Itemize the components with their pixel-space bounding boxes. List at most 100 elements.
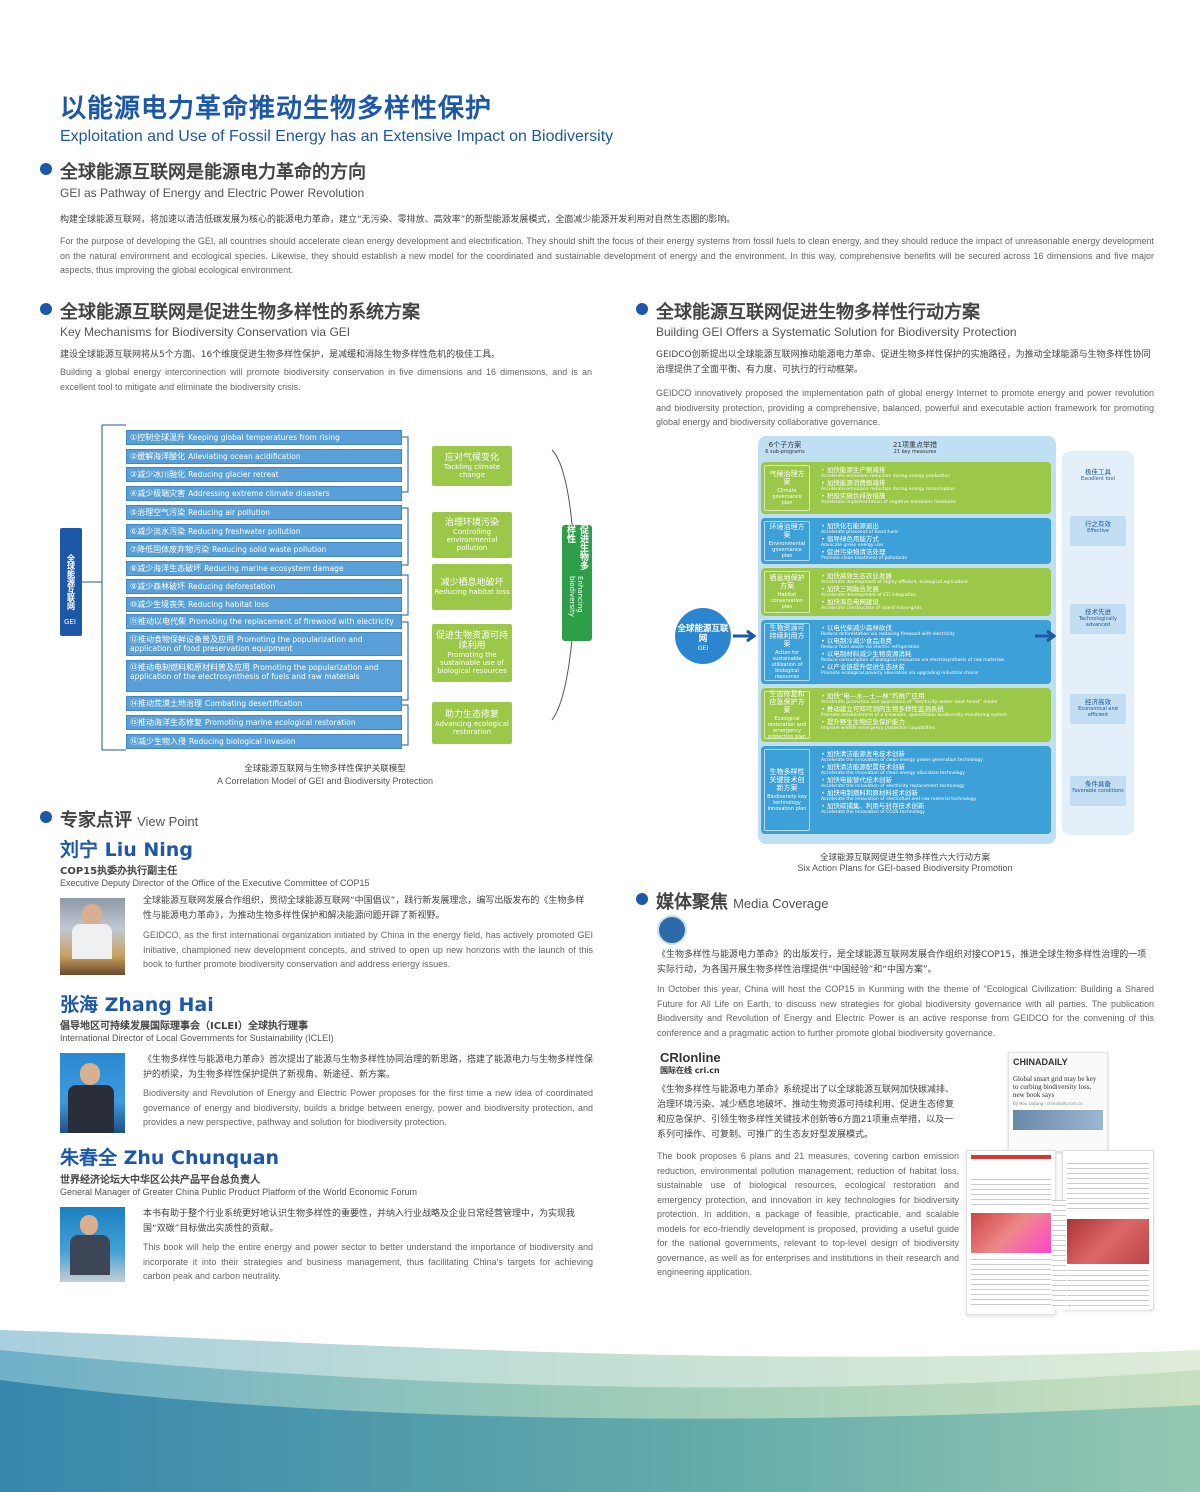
measure-cn: • 以产业链提升促进生态扶贫 (821, 663, 905, 671)
measure-en: Accelerate the innovation of electricity… (821, 784, 965, 789)
plan-name-en: Climate governance plan (772, 488, 802, 506)
col1-header-en: 6 sub-programs (765, 449, 805, 455)
gei-label-cn: 全球能源互联网 (66, 554, 76, 610)
plan-name: 气候治理方案 Climate governance plan (764, 465, 810, 511)
cri-logo: CRIonline 国际在线 cri.cn (660, 1050, 721, 1076)
expert-title-en: Executive Deputy Director of the Office … (60, 878, 370, 888)
measure-cn: • 以电制材料减少生物资源消耗 (821, 650, 912, 658)
diagram-caption-en: Six Action Plans for GEI-based Biodivers… (797, 863, 1013, 873)
expert-title-cn: 世界经济论坛大中华区公共产品平台总负责人 (60, 1175, 260, 1186)
measure-en: Promote clean treatment of pollutants (821, 556, 907, 561)
group-label-cn: 治理环境污染 (444, 518, 499, 528)
expert-title-cn: COP15执委办执行副主任 (60, 866, 178, 877)
news-clipping (1052, 1200, 1066, 1310)
factor-item-en: Reducing marine ecosystem damage (204, 564, 344, 573)
benefit-en: Effective (1087, 528, 1109, 534)
section-title: 全球能源互联网是能源电力革命的方向 (60, 162, 366, 183)
news-clipping-collage: CHINADAILY Global smart grid may be key … (966, 1050, 1156, 1315)
measure-cn: • 加快碳捕集、利用与封存技术创新 (821, 802, 925, 810)
factor-item-en: Reducing glacier retreat (188, 470, 279, 479)
col1-header: 6个子方案 6 sub-programs (765, 442, 805, 456)
section-subtitle: Building GEI Offers a Systematic Solutio… (656, 325, 1017, 339)
diagram-caption-cn: 全球能源互联网促进生物多样性六大行动方案 (819, 853, 990, 863)
section-text-cn: 建设全球能源互联网将从5个方面、16个维度促进生物多样性保护，是减缓和消除生物多… (60, 350, 501, 360)
plan-name-en: Biodiversity key technology innovation p… (767, 794, 807, 812)
measure-en: Accelerate the innovation of clean energ… (821, 758, 983, 763)
factor-item-cn: ⑪推动以电代柴 (130, 617, 186, 626)
media-text-en: In October this year, China will host th… (657, 984, 1154, 1038)
expert-comment-en: This book will help the entire energy an… (143, 1242, 593, 1281)
expert-comment-cn: 全球能源互联网发展合作组织，贯彻全球能源互联网“中国倡议”，践行新发展理念，编写… (143, 896, 585, 921)
group-label-cn: 促进生物资源可持续利用 (435, 631, 508, 651)
section-text-cn: 构建全球能源互联网，将加速以清洁低碳发展为核心的能源电力革命，建立“无污染、零排… (60, 215, 736, 225)
factor-item-en: Promoting the popularization and applica… (130, 635, 363, 653)
measure-cn: • 加快清洁能源配置技术创新 (821, 763, 905, 771)
factor-item-cn: ②缓解海洋酸化 (130, 452, 186, 461)
expert-comment-en: Biodiversity and Revolution of Energy an… (143, 1088, 593, 1127)
media-logo-icon (657, 915, 687, 945)
plan-name-cn: 栖息地保护方案 (769, 574, 805, 590)
measure-cn: • 加快清洁能源发电技术创新 (821, 750, 905, 758)
center-label-cn: 全球能源互联网 (677, 624, 729, 644)
section-title: 全球能源互联网促进生物多样性行动方案 (656, 302, 980, 323)
enhance-label-en: Enhancing biodiversity (568, 576, 584, 618)
factor-item-cn: ⑦降低固体废弃物污染 (130, 545, 210, 554)
section-subtitle: GEI as Pathway of Energy and Electric Po… (60, 186, 365, 200)
plan-name-cn: 环境治理方案 (769, 523, 805, 539)
factor-item-cn: ⑯减少生物入侵 (130, 737, 186, 746)
measure-cn: • 加快海岛电网建设 (821, 598, 879, 606)
chinadaily-meta: By Hou Liqiang | chinadaily.com.cn (1013, 1101, 1083, 1106)
factor-item-cn: ⑬推动电制燃料和原材料普及应用 (130, 663, 250, 672)
expert-title-en: General Manager of Greater China Public … (60, 1187, 417, 1197)
factor-item-cn: ⑨减少森林破坏 (130, 582, 186, 591)
media-text-en: The book proposes 6 plans and 21 measure… (657, 1151, 959, 1277)
col2-header-cn: 21项重点举措 (893, 441, 937, 449)
expert-comment-en: GEIDCO, as the first international organ… (143, 930, 593, 969)
measure-cn: • 加快高效生态农业发展 (821, 572, 892, 580)
benefit-en: Economical and efficient (1078, 706, 1118, 718)
factor-item-cn: ⑤治理空气污染 (130, 508, 186, 517)
measure-cn: • 促进污染物清洁处理 (821, 548, 886, 556)
expert-title-en: International Director of Local Governme… (60, 1033, 334, 1043)
measure-en: Promote establishment of a knowable, qua… (821, 713, 1008, 718)
expert-name: 刘宁 Liu Ning (60, 839, 193, 861)
group-label-cn: 应对气候变化 (444, 453, 499, 463)
gei-box: 全球能源互联网 (60, 528, 82, 636)
page-title: 以能源电力革命推动生物多样性保护 (60, 94, 493, 124)
benefit-en: Excellent tool (1081, 476, 1115, 482)
plan-name-cn: 气候治理方案 (769, 470, 805, 486)
news-clipping (1062, 1150, 1154, 1310)
measure-cn: • 加快能源生产侧减排 (821, 466, 886, 474)
measure-en: Reduce food waste via electric refrigera… (821, 645, 920, 650)
measure-cn: • 加快化石能源退出 (821, 522, 879, 530)
factor-item-cn: ⑧减少海洋生态破坏 (130, 564, 202, 573)
section-subtitle: Key Mechanisms for Biodiversity Conserva… (60, 325, 351, 339)
measure-cn: • 推动建立可知可测的生物多样性监测系统 (821, 705, 944, 713)
benefit-en: Technologically advanced (1079, 616, 1117, 628)
measure-en: Improve wildlife emergency protection ca… (821, 726, 935, 731)
plan-name-en: Ecological restoration and emergency pro… (767, 716, 807, 740)
factor-item-en: Promoting the replacement of firewood wi… (189, 617, 394, 626)
